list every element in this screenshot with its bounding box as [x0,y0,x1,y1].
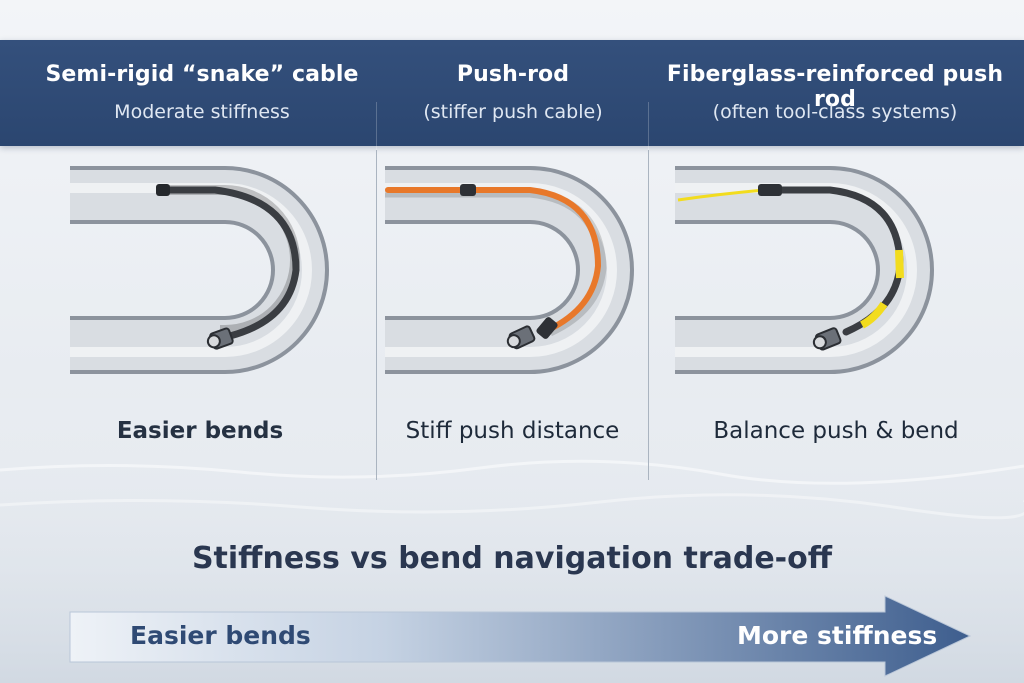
column-divider [376,150,377,480]
arrow-label-right: More stiffness [737,621,938,650]
tradeoff-arrow [69,595,972,677]
caption-fiberglass-rod: Balance push & bend [713,418,959,444]
camera-head [812,327,842,351]
pipe-bend-illustration-fiberglass [675,166,934,374]
pipe-bend-illustration-push-rod [385,166,634,374]
column-subtitle: (stiffer push cable) [423,101,603,123]
column-header-push-rod: Push-rod (stiffer push cable) [378,40,648,146]
column-divider [648,150,649,480]
fiberglass-core-line [677,188,766,202]
cable-end-cap [156,184,170,196]
arrow-label-left: Easier bends [130,621,311,650]
yellow-band [860,301,888,329]
header-divider [648,102,649,170]
cable-line [158,186,300,340]
cable-line [385,187,602,333]
tradeoff-title: Stiffness vs bend navigation trade-off [191,541,833,576]
header-divider [376,102,377,170]
cable-coupler [536,317,558,339]
header-banner: Semi-rigid “snake” cable Moderate stiffn… [0,40,1024,170]
column-header-fiberglass-rod: Fiberglass-reinforced push rod (often to… [650,40,1020,146]
pipe-bend-illustration-snake [70,166,329,374]
camera-head [206,327,234,350]
yellow-band [895,249,904,279]
column-header-snake-cable: Semi-rigid “snake” cable Moderate stiffn… [30,40,374,146]
column-title: Semi-rigid “snake” cable [45,62,359,87]
caption-push-rod: Stiff push distance [405,418,620,444]
column-title: Fiberglass-reinforced push rod [666,62,1004,112]
caption-snake-cable: Easier bends [116,418,284,444]
column-subtitle: Moderate stiffness [114,101,290,123]
column-title: Push-rod [456,62,570,87]
camera-head [506,325,536,350]
cable-coupler [758,184,782,196]
cable-coupler [460,184,476,196]
column-subtitle: (often tool-class systems) [712,101,958,123]
